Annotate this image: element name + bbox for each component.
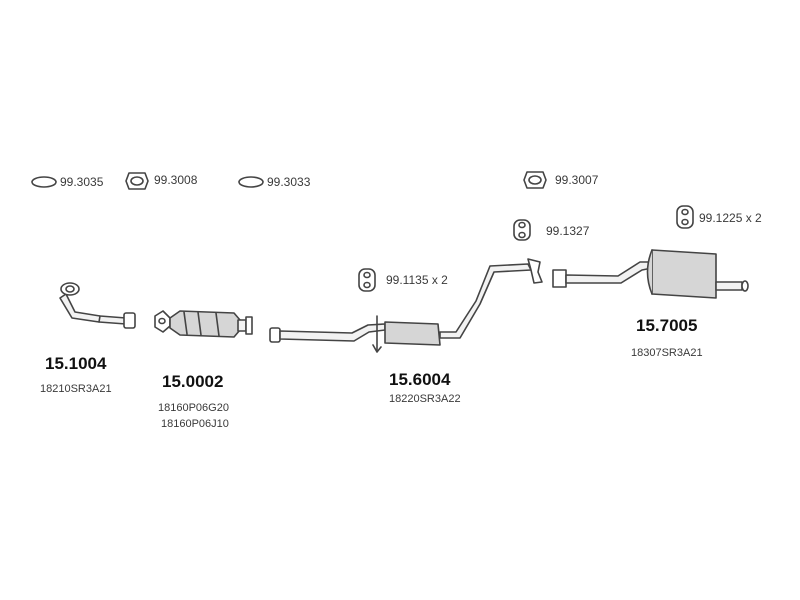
rear-silencer-icon (552, 249, 749, 299)
middle-silencer-icon (269, 258, 543, 353)
fitting-code: 99.3008 (154, 173, 198, 187)
rubber-hanger-icon (513, 219, 531, 241)
fitting-code: 99.1135 x 2 (386, 273, 448, 287)
oem-code: 18220SR3A22 (389, 393, 461, 405)
oem-code: 18160P06J10 (161, 418, 229, 430)
fitting-code: 99.3033 (267, 175, 311, 189)
ring-gasket-icon (238, 176, 264, 188)
oem-code: 18307SR3A21 (631, 347, 703, 359)
part-number: 15.0002 (162, 372, 224, 391)
fitting-code: 99.3035 (60, 175, 104, 189)
flange-gasket-icon (523, 171, 547, 189)
front-pipe-icon (59, 282, 136, 329)
fitting-code: 99.3007 (555, 173, 599, 187)
fitting-code: 99.1225 x 2 (699, 211, 762, 225)
oem-code: 18160P06G20 (158, 402, 229, 414)
part-number: 15.7005 (636, 316, 698, 335)
fitting-code: 99.1327 (546, 224, 590, 238)
part-number: 15.1004 (45, 354, 107, 373)
flange-gasket-icon (125, 172, 149, 190)
ring-gasket-icon (31, 176, 57, 188)
oem-code: 18210SR3A21 (40, 383, 112, 395)
rubber-hanger-icon (676, 205, 694, 229)
part-number: 15.6004 (389, 370, 451, 389)
catalytic-converter-icon (154, 310, 253, 338)
rubber-hanger-icon (358, 268, 376, 292)
